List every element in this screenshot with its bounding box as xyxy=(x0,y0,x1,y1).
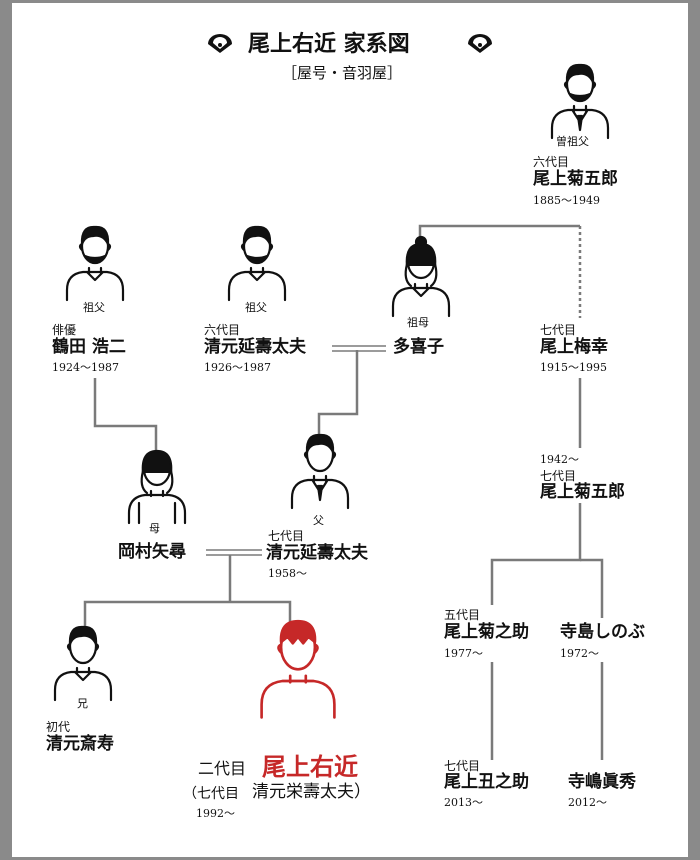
generation-label: 七代目 xyxy=(268,529,305,543)
person-name: 多喜子 xyxy=(393,337,444,357)
person-name: 岡村矢尋 xyxy=(118,542,186,562)
person-years: 1958〜 xyxy=(268,567,307,580)
generation-label: 五代目 xyxy=(444,608,481,622)
relation-label: 曽祖父 xyxy=(556,135,589,148)
person-icon-mother xyxy=(127,449,187,525)
person-icon-father xyxy=(290,433,350,510)
generation-label: 六代目 xyxy=(204,323,241,337)
person-icon-grandfather-tsuruta xyxy=(65,225,125,302)
fan-icon xyxy=(208,34,232,53)
relation-label: 祖父 xyxy=(83,301,105,314)
line-kiyomoto-father xyxy=(317,350,359,440)
generation-label: 俳優 xyxy=(52,323,77,337)
person-years: 1926〜1987 xyxy=(204,361,271,374)
person-name: 清元延壽太夫 xyxy=(266,543,368,563)
generation-label: 二代目 xyxy=(198,759,247,778)
person-years: 1915〜1995 xyxy=(540,361,607,374)
line-tsuruta-mother xyxy=(93,378,158,462)
generation-label: 七代目 xyxy=(540,469,577,483)
page-subtitle: ［屋号・音羽屋］ xyxy=(282,64,403,82)
fan-icon xyxy=(468,34,492,53)
highlight-person-name: 尾上右近 xyxy=(262,752,358,781)
person-name: 寺島しのぶ xyxy=(560,622,645,642)
page-title: 尾上右近 家系図 xyxy=(248,31,410,57)
relation-label: 祖父 xyxy=(245,301,267,314)
person-years: 1992〜 xyxy=(196,807,235,820)
generation-label: 七代目 xyxy=(540,323,577,337)
person-years: 1885〜1949 xyxy=(533,194,600,207)
person-icon-great-grandfather xyxy=(550,63,610,140)
person-icon-grandmother xyxy=(391,235,451,318)
person-name: 尾上菊五郎 xyxy=(540,482,625,502)
relation-label: 父 xyxy=(313,514,324,527)
person-icon-brother xyxy=(53,625,113,702)
person-name: 尾上梅幸 xyxy=(540,337,608,357)
person-years: 1972〜 xyxy=(560,647,599,660)
person-years: 2012〜 xyxy=(568,796,607,809)
line-greatgrandfather-grandmother xyxy=(418,224,580,248)
person-name: 清元延壽太夫 xyxy=(204,337,306,357)
person-name: 鶴田 浩二 xyxy=(52,337,126,357)
person-name: 尾上菊之助 xyxy=(444,622,529,642)
relation-label: 祖母 xyxy=(407,316,429,329)
relation-label: 母 xyxy=(149,522,160,535)
generation-label: 七代目 xyxy=(444,759,481,773)
person-name: 寺嶋眞秀 xyxy=(568,772,636,792)
generation-label: 六代目 xyxy=(533,155,570,169)
person-years: 1977〜 xyxy=(444,647,483,660)
line-kikugoro-shinobu xyxy=(580,558,604,618)
person-icon-ukon xyxy=(260,619,336,719)
person-name: 尾上菊五郎 xyxy=(533,169,618,189)
person-years: 2013〜 xyxy=(444,796,483,809)
generation-label: 初代 xyxy=(46,720,71,734)
alt-person-name: 清元栄壽太夫） xyxy=(252,782,371,802)
person-years: 1924〜1987 xyxy=(52,361,119,374)
alt-generation-label: （七代目 xyxy=(183,786,239,802)
relation-label: 兄 xyxy=(77,697,88,710)
line-children xyxy=(83,600,292,630)
person-name: 尾上丑之助 xyxy=(444,772,529,792)
line-kikugoro-children xyxy=(490,503,582,605)
person-years: 1942〜 xyxy=(540,453,579,466)
person-icon-grandfather-kiyomoto xyxy=(227,225,287,302)
person-name: 清元斎寿 xyxy=(46,734,114,754)
